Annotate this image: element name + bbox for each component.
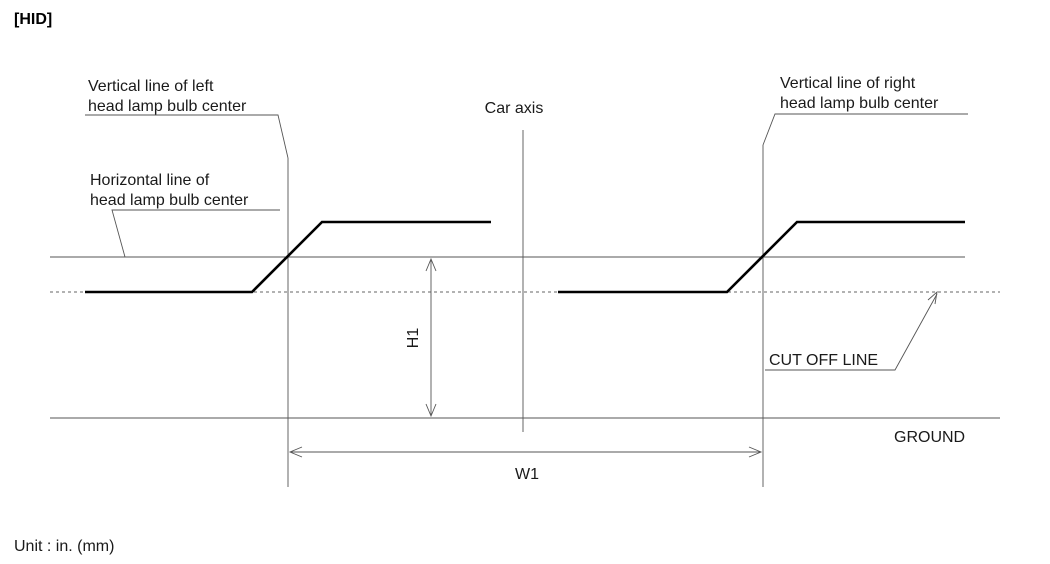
diagram-title: [HID] bbox=[14, 11, 52, 28]
w1-arrow-left bbox=[288, 446, 303, 458]
left-vertical-label-line1: Vertical line of left bbox=[88, 78, 214, 95]
cut-off-leader bbox=[765, 293, 938, 371]
horizontal-line-label-line2: head lamp bulb center bbox=[90, 192, 249, 209]
horizontal-line-label-line1: Horizontal line of bbox=[90, 172, 210, 189]
right-vertical-label-line2: head lamp bulb center bbox=[780, 95, 939, 112]
cut-off-arrow-head bbox=[927, 290, 938, 305]
ground-label: GROUND bbox=[894, 429, 965, 446]
left-vertical-leader bbox=[85, 114, 289, 159]
w1-label: W1 bbox=[515, 466, 539, 483]
right-vertical-label-line1: Vertical line of right bbox=[780, 75, 916, 92]
w1-arrow-right bbox=[748, 446, 763, 458]
car-axis-label: Car axis bbox=[485, 100, 544, 117]
left-vertical-label-line2: head lamp bulb center bbox=[88, 98, 247, 115]
horizontal-line-leader bbox=[111, 209, 280, 258]
unit-label: Unit : in. (mm) bbox=[14, 538, 114, 555]
h1-label: H1 bbox=[405, 328, 422, 349]
h1-arrow-bottom bbox=[425, 403, 437, 418]
right-beam-cutoff bbox=[558, 220, 965, 294]
left-beam-cutoff bbox=[85, 220, 491, 294]
h1-arrow-top bbox=[425, 257, 437, 272]
cut-off-line-label: CUT OFF LINE bbox=[769, 352, 878, 369]
right-vertical-leader bbox=[762, 113, 968, 146]
